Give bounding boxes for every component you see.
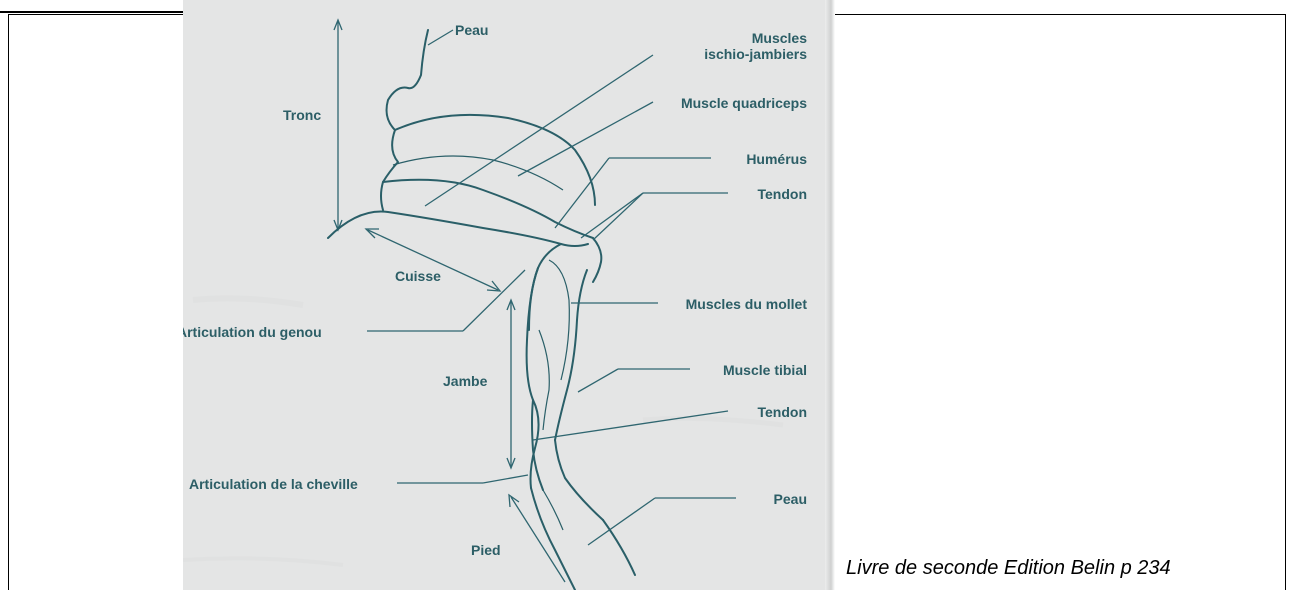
label-humerus: Humérus [746, 151, 807, 167]
label-tendon-top: Tendon [757, 186, 807, 202]
scan-page-edge [825, 0, 835, 590]
label-tronc: Tronc [283, 107, 321, 123]
label-pied: Pied [471, 542, 501, 558]
label-muscle-quadriceps: Muscle quadriceps [681, 95, 807, 111]
source-caption: Livre de seconde Edition Belin p 234 [846, 557, 1171, 580]
label-articulation-genou: Articulation du genou [183, 324, 322, 340]
label-tendon-bottom: Tendon [757, 404, 807, 420]
label-muscles-ischio-line1: Muscles [752, 30, 807, 46]
leg-anatomy-diagram: Peau Muscles ischio-jambiers Muscle quad… [183, 0, 833, 590]
label-muscle-tibial: Muscle tibial [723, 362, 807, 378]
label-articulation-cheville: Articulation de la cheville [189, 476, 358, 492]
label-muscles-ischio-line2: ischio-jambiers [704, 46, 807, 62]
label-cuisse: Cuisse [395, 268, 441, 284]
label-muscles-mollet: Muscles du mollet [686, 296, 808, 312]
scanned-diagram: Peau Muscles ischio-jambiers Muscle quad… [183, 0, 833, 590]
label-jambe: Jambe [443, 373, 488, 389]
label-peau-top: Peau [455, 22, 488, 38]
scan-texture [183, 0, 833, 590]
label-peau-bottom: Peau [774, 491, 807, 507]
